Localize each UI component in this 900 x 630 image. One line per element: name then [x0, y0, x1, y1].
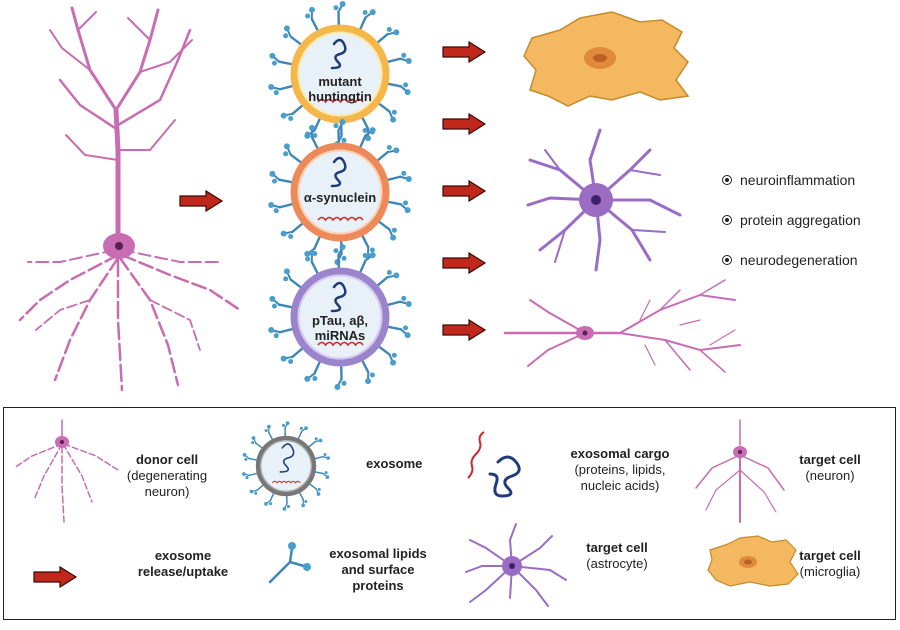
legend-target-neuron-label: target cell (neuron) — [790, 452, 870, 484]
legend-target-microglia-label: target cell (microglia) — [790, 548, 870, 580]
legend-target-neuron-sub: (neuron) — [790, 468, 870, 484]
effect-label: neuroinflammation — [740, 172, 855, 188]
legend-box — [3, 407, 896, 620]
legend-target-astrocyte-label: target cell (astrocyte) — [572, 540, 662, 572]
legend-target-astrocyte-sub: (astrocyte) — [572, 556, 662, 572]
legend-target-microglia-sub: (microglia) — [790, 564, 870, 580]
target-microglia — [524, 12, 688, 106]
legend-cargo-label: exosomal cargo (proteins, lipids, nuclei… — [560, 446, 680, 494]
bullet-icon — [722, 175, 732, 185]
vesicle-label-mutant-huntingtin: mutant huntingtin — [295, 74, 385, 104]
uptake-arrow-3 — [443, 181, 485, 201]
uptake-arrow-5 — [443, 320, 485, 340]
legend-donor-title: donor cell — [122, 452, 212, 468]
uptake-arrow-2 — [443, 114, 485, 134]
bullet-icon — [722, 215, 732, 225]
uptake-arrow-4 — [443, 253, 485, 273]
effect-label: protein aggregation — [740, 212, 861, 228]
bullet-icon — [722, 255, 732, 265]
target-astrocyte — [528, 130, 680, 270]
legend-donor-sub: (degenerating neuron) — [122, 468, 212, 500]
effect-item: neuroinflammation — [722, 172, 892, 212]
legend-cargo-sub: (proteins, lipids, nucleic acids) — [560, 462, 680, 494]
effect-item: protein aggregation — [722, 212, 892, 252]
legend-target-neuron-title: target cell — [790, 452, 870, 468]
legend-target-astrocyte-title: target cell — [572, 540, 662, 556]
legend-donor-label: donor cell (degenerating neuron) — [122, 452, 212, 500]
legend-cargo-title: exosomal cargo — [560, 446, 680, 462]
effect-item: neurodegeneration — [722, 252, 892, 292]
target-neuron — [505, 280, 740, 372]
vesicle-label-ptau: pTau, aβ, miRNAs — [302, 313, 378, 343]
legend-arrow-label: exosome release/uptake — [128, 548, 238, 580]
effect-label: neurodegeneration — [740, 252, 858, 268]
legend-exosome-label: exosome — [366, 456, 422, 472]
vesicle-label-alpha-synuclein: α-synuclein — [295, 190, 385, 205]
legend-lipids-label: exosomal lipids and surface proteins — [326, 546, 430, 594]
legend-target-microglia-title: target cell — [790, 548, 870, 564]
uptake-arrow-1 — [443, 42, 485, 62]
release-arrow — [180, 191, 222, 211]
effects-list: neuroinflammation protein aggregation ne… — [722, 172, 892, 292]
